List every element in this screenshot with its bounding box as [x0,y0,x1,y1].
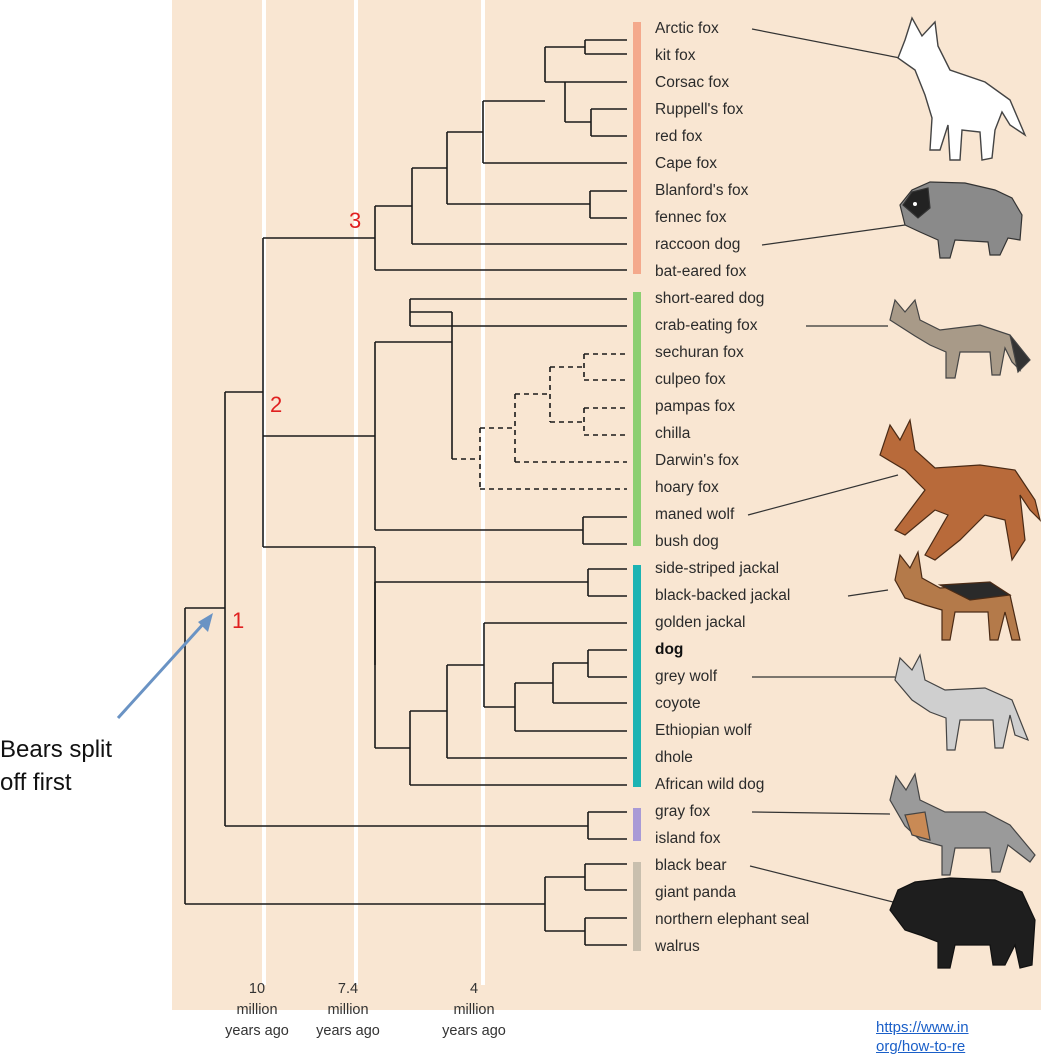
species-label: bat-eared fox [655,263,747,280]
species-label: walrus [654,938,700,955]
tick-unit: million [236,1002,277,1018]
species-label: side-striped jackal [655,560,779,577]
species-label: pampas fox [655,398,735,415]
species-label: golden jackal [655,614,745,631]
tick-unit: years ago [225,1023,289,1039]
species-label: Ruppell's fox [655,101,744,118]
tick-value: 7.4 [338,981,358,997]
species-label: culpeo fox [655,371,726,388]
species-label: Blanford's fox [655,182,749,199]
source-link-line1[interactable]: https://www.in [876,1018,1041,1037]
species-label: kit fox [655,47,696,64]
species-label: grey wolf [655,668,718,685]
species-label: gray fox [655,803,710,820]
species-label: coyote [655,695,701,712]
species-label: northern elephant seal [655,911,809,928]
figure-background [172,0,1041,1010]
species-label: Corsac fox [655,74,729,91]
species-label: giant panda [655,884,736,901]
clade-bar-south-american [633,292,641,546]
species-label: black bear [655,857,727,874]
tick-unit: years ago [316,1023,380,1039]
species-label: hoary fox [655,479,719,496]
tick-unit: million [453,1002,494,1018]
node-label-2: 2 [270,392,282,417]
tick-unit: million [327,1002,368,1018]
tick-value: 4 [470,981,478,997]
node-label-3: 3 [349,208,361,233]
clade-bars [633,22,641,951]
species-label: dhole [655,749,693,766]
clade-bar-urocyon [633,808,641,841]
clade-bar-outgroup [633,862,641,951]
source-link[interactable]: https://www.in org/how-to-re [876,1018,1041,1056]
species-label-dog: dog [655,641,683,658]
annotation-line1: Bears split [0,736,112,763]
source-link-line2[interactable]: org/how-to-re [876,1037,1041,1056]
species-label: Ethiopian wolf [655,722,752,739]
species-label: sechuran fox [655,344,744,361]
species-label: raccoon dog [655,236,740,253]
species-label: maned wolf [655,506,735,523]
species-label: Darwin's fox [655,452,739,469]
species-label: crab-eating fox [655,317,758,334]
species-label: fennec fox [655,209,727,226]
species-label: bush dog [655,533,719,550]
species-label: chilla [655,425,691,442]
species-label: Cape fox [655,155,717,172]
species-label: Arctic fox [655,20,719,37]
species-label: African wild dog [655,776,764,793]
annotation-line2: off first [0,769,72,796]
species-label: island fox [655,830,721,847]
species-label: red fox [655,128,703,145]
tick-unit: years ago [442,1023,506,1039]
clade-bar-vulpes [633,22,641,274]
clade-bar-wolf-like [633,565,641,787]
tick-value: 10 [249,981,265,997]
species-label: black-backed jackal [655,587,790,604]
node-label-1: 1 [232,608,244,633]
species-label: short-eared dog [655,290,764,307]
